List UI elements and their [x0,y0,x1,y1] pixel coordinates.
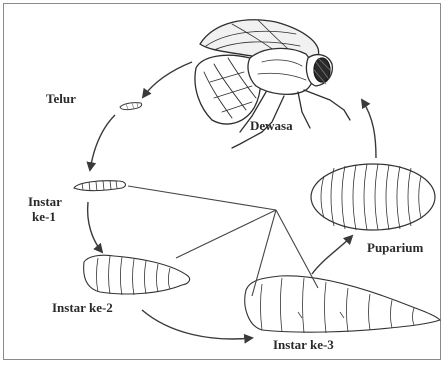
label-instar1-line1: Instar [28,194,62,209]
label-puparium: Puparium [367,240,424,255]
arrow-instar2-to-instar3 [142,310,252,339]
arrow-instar1-to-instar2 [88,202,102,252]
instar3-larva-illustration [245,276,440,333]
arrow-adult-to-egg [143,62,192,97]
instar2-larva-illustration [84,255,190,295]
instar1-larva-illustration [74,181,125,191]
arrow-instar3-to-puparium [312,236,352,274]
arrow-puparium-to-adult [362,100,376,158]
egg-illustration [120,103,142,110]
label-instar3: Instar ke-3 [273,337,334,352]
label-instar2: Instar ke-2 [52,300,113,315]
label-adult: Dewasa [250,118,293,133]
puparium-illustration [311,164,435,230]
label-instar1-line2: ke-1 [32,209,56,224]
arrow-egg-to-instar1 [90,115,115,170]
label-egg: Telur [46,91,76,106]
